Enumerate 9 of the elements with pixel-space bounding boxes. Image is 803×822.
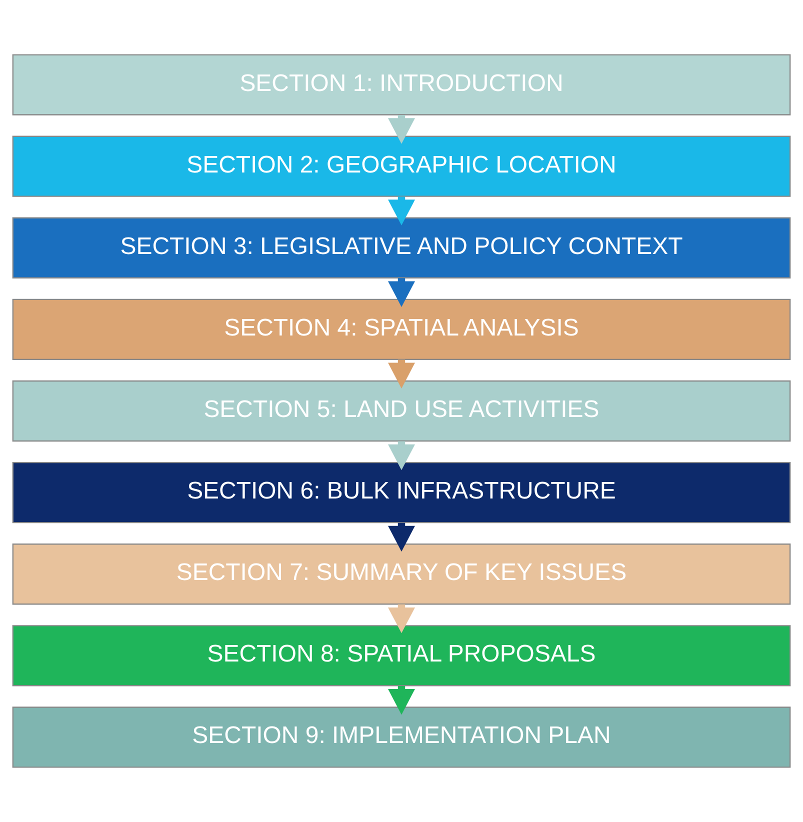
node-box: SECTION 1: INTRODUCTION: [12, 54, 791, 116]
node-box: SECTION 3: LEGISLATIVE AND POLICY CONTEXT: [12, 217, 791, 278]
node-box: SECTION 2: GEOGRAPHIC LOCATION: [12, 136, 791, 197]
node-box: SECTION 8: SPATIAL PROPOSALS: [12, 625, 791, 686]
node-box: SECTION 7: SUMMARY OF KEY ISSUES: [12, 544, 791, 605]
node-box: SECTION 9: IMPLEMENTATION PLAN: [12, 706, 791, 768]
node-box: SECTION 6: BULK INFRASTRUCTURE: [12, 462, 791, 524]
node-box: SECTION 5: LAND USE ACTIVITIES: [12, 380, 791, 442]
node-box: SECTION 4: SPATIAL ANALYSIS: [12, 298, 791, 360]
